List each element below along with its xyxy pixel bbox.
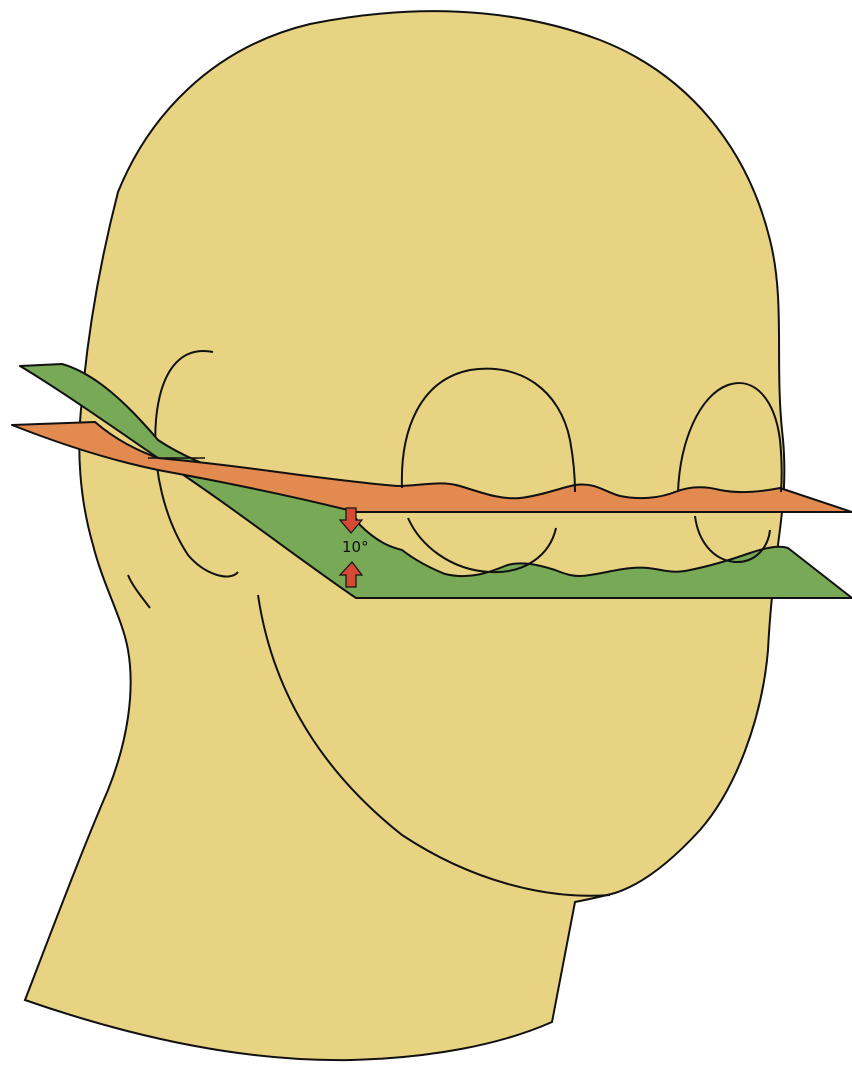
head-silhouette xyxy=(25,11,784,1060)
angle-label: 10° xyxy=(342,538,369,556)
